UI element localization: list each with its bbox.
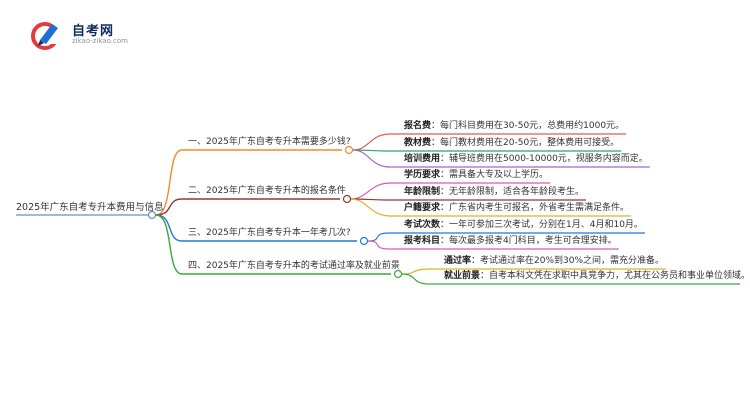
- branch-link-2: [155, 198, 183, 216]
- branch-node-3[interactable]: [359, 236, 369, 246]
- branch-link-4: [155, 214, 183, 275]
- branch-node-1[interactable]: [344, 145, 354, 155]
- leaf-text-2-2: ：无年龄限制，适合各年龄段考生。: [440, 187, 585, 197]
- leaf-link-1-1: [352, 133, 391, 151]
- leaf-text-1-1: ：每门科目费用在30-50元，总费用约1000元。: [431, 121, 625, 131]
- leaf-text-3-1: ：一年可参加三次考试，分别在1月、4月和10月。: [440, 220, 643, 230]
- leaf-label-1-1[interactable]: 报名费: [404, 121, 432, 131]
- branch-title-3[interactable]: 三、2025年广东自考专升本一年考几次?: [188, 228, 351, 238]
- leaf-text-1-2: ：每门教材费用在20-50元，整体费用可接受。: [431, 138, 620, 148]
- leaf-text-4-2: ：自考本科文凭在求职中具竞争力，尤其在公务员和事业单位领域。: [480, 271, 750, 281]
- leaf-label-1-2[interactable]: 教材费: [404, 138, 432, 148]
- leaf-label-4-2[interactable]: 就业前景: [444, 271, 481, 281]
- leaf-label-1-3[interactable]: 培训费用: [404, 154, 441, 164]
- leaf-text-4-1: ：考试通过率在20%到30%之间，需充分准备。: [471, 256, 665, 266]
- site-logo[interactable]: 自考网 zikao-zikao.com: [30, 18, 150, 50]
- root-node[interactable]: [147, 210, 157, 220]
- leaf-label-4-1[interactable]: 通过率: [444, 256, 472, 266]
- leaf-link-2-1: [350, 182, 391, 200]
- branch-title-1[interactable]: 一、2025年广东自考专升本需要多少钱?: [188, 137, 351, 147]
- leaf-link-4-1: [401, 268, 431, 275]
- leaf-link-3-2: [367, 240, 391, 250]
- leaf-text-2-1: ：需具备大专及以上学历。: [440, 170, 549, 180]
- logo-title: 自考网: [72, 24, 115, 39]
- leaf-link-1-3: [352, 149, 391, 168]
- leaf-label-2-3[interactable]: 户籍要求: [404, 203, 441, 213]
- branch-node-4[interactable]: [393, 269, 403, 279]
- leaf-text-3-2: ：每次最多报考4门科目，考生可合理安排。: [440, 236, 617, 246]
- branch-title-2[interactable]: 二、2025年广东自考专升本的报名条件: [188, 186, 346, 196]
- leaf-text-1-3: ：辅导班费用在5000-10000元，视服务内容而定。: [440, 154, 648, 164]
- leaf-text-2-3: ：广东省内考生可报名，外省考生需满足条件。: [440, 203, 630, 213]
- leaf-label-3-2[interactable]: 报考科目: [404, 236, 441, 246]
- logo-icon: [31, 22, 62, 50]
- branch-link-1: [155, 149, 183, 216]
- logo-url: zikao-zikao.com: [72, 37, 128, 45]
- branch-node-2[interactable]: [342, 194, 352, 204]
- leaf-link-4-2: [401, 273, 431, 285]
- leaf-link-2-3: [350, 198, 391, 217]
- leaf-label-2-2[interactable]: 年龄限制: [404, 187, 441, 197]
- branch-title-4[interactable]: 四、2025年广东自考专升本的考试通过率及就业前景: [188, 261, 400, 271]
- leaf-label-3-1[interactable]: 考试次数: [404, 220, 441, 230]
- leaf-link-3-1: [367, 232, 391, 242]
- root-topic: 2025年广东自考专升本费用与信息: [16, 202, 164, 213]
- leaf-label-2-1[interactable]: 学历要求: [404, 170, 441, 180]
